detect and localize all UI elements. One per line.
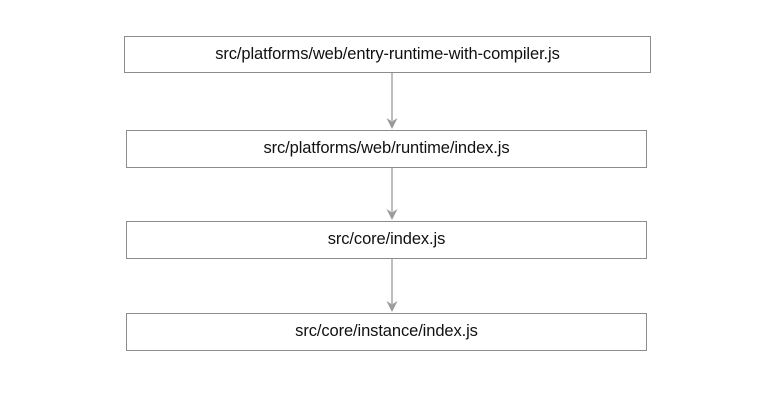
node-box-entry-runtime-with-compiler: src/platforms/web/entry-runtime-with-com…: [124, 36, 651, 73]
node-label: src/core/index.js: [327, 230, 446, 249]
node-label: src/platforms/web/runtime/index.js: [263, 139, 510, 158]
node-label: src/core/instance/index.js: [295, 322, 478, 341]
node-box-core-index: src/core/index.js: [126, 221, 647, 259]
edge-node-2-to-node-3: [384, 168, 400, 220]
node-box-web-runtime-index: src/platforms/web/runtime/index.js: [126, 130, 647, 168]
node-box-core-instance-index: src/core/instance/index.js: [126, 313, 647, 351]
edge-node-3-to-node-4: [384, 259, 400, 312]
node-label: src/platforms/web/entry-runtime-with-com…: [215, 44, 560, 63]
edge-node-1-to-node-2: [384, 73, 400, 129]
